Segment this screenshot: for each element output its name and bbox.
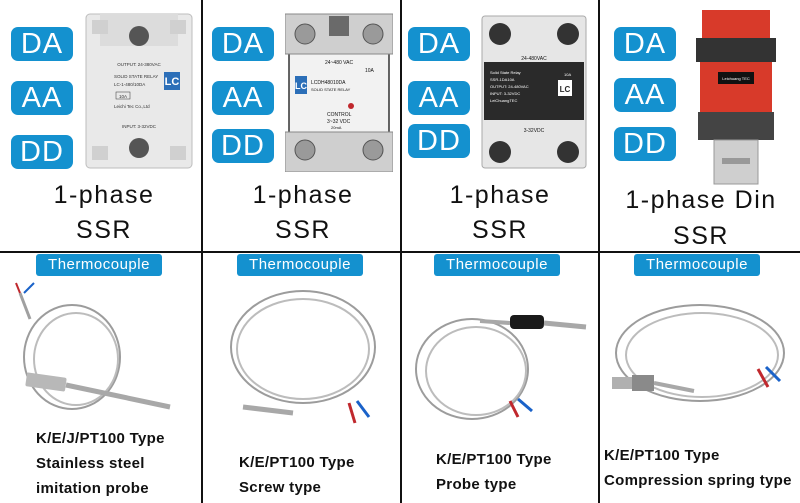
relay-text: INPUT: 3-32VDC xyxy=(122,124,157,129)
relay-text: 24-480VAC xyxy=(521,56,547,62)
grid-divider xyxy=(0,251,800,253)
thermocouple-tag: Thermocouple xyxy=(634,254,760,276)
type-badge-dd: DD xyxy=(408,124,470,158)
single-phase-ssr-relay-icon: 24~480 VAC 10A LC LCDH48010DA SOLID STAT… xyxy=(285,13,393,172)
product-cell-4: DA AA DD Leichuang TEC 1-phase Din SSR xyxy=(600,0,800,251)
type-badge-da: DA xyxy=(212,27,274,61)
caption-line2: SSR xyxy=(76,216,132,244)
relay-text: CONTROL xyxy=(327,112,352,118)
caption-line2: SSR xyxy=(673,222,729,250)
relay-text: 20mA xyxy=(331,125,342,130)
product-cell-1: DA AA DD OUTPUT: 24-380VAC SOLID STATE R… xyxy=(0,0,201,251)
thermocouple-cell-4: Thermocouple K/E/PT100 Type Compression … xyxy=(600,253,800,503)
relay-text: 3~32 VDC xyxy=(327,119,351,125)
thermocouple-description: K/E/PT100 Type Compression spring type xyxy=(604,443,800,493)
single-phase-ssr-relay-icon: 24-480VAC Solid State Relay SSR-1DA10A O… xyxy=(481,15,587,169)
svg-text:LC: LC xyxy=(295,81,307,91)
type-badge-aa: AA xyxy=(212,81,274,115)
relay-text: 24~480 VAC xyxy=(325,60,354,66)
type-badge-aa: AA xyxy=(614,78,676,112)
relay-text: SOLID STATE RELAY xyxy=(114,74,158,79)
relay-text: OUTPUT: 24-380VAC xyxy=(117,62,161,67)
caption-line1: 1-phase xyxy=(252,181,354,209)
type-badge-aa: AA xyxy=(408,81,470,115)
caption-line2: SSR xyxy=(275,216,331,244)
thermocouple-cell-1: Thermocouple K/E/J/PT100 Type Stainless … xyxy=(0,253,201,503)
caption-line1: 1-phase Din xyxy=(625,186,777,214)
thermocouple-description: K/E/PT100 Type Screw type xyxy=(239,450,399,500)
single-phase-ssr-relay-icon: OUTPUT: 24-380VAC SOLID STATE RELAY LC-1… xyxy=(85,13,193,169)
screw-thermocouple-icon xyxy=(230,290,376,424)
description-line: Stainless steel xyxy=(36,455,145,472)
relay-text: SOLID STATE RELAY xyxy=(311,87,351,92)
thermocouple-probe-icon xyxy=(15,282,171,410)
relay-text: 10A xyxy=(119,94,127,99)
type-badge-da: DA xyxy=(11,27,73,61)
din-rail-ssr-relay-icon: Leichuang TEC xyxy=(696,10,776,185)
relay-text: Leichi Tec Co.,Ltd xyxy=(114,104,150,109)
description-line: K/E/PT100 Type xyxy=(604,447,720,464)
description-line: K/E/J/PT100 Type xyxy=(36,430,165,447)
relay-text: LC-1-480/10DA xyxy=(114,82,145,87)
caption-line1: 1-phase xyxy=(53,181,155,209)
relay-text: INPUT: 3-32VDC xyxy=(490,91,520,96)
type-badge-dd: DD xyxy=(614,127,676,161)
type-badge-dd: DD xyxy=(212,129,274,163)
relay-text: LCDH48010DA xyxy=(311,80,346,86)
relay-text: Leichuang TEC xyxy=(722,76,750,81)
relay-text: LeiChuangTEC xyxy=(490,98,517,103)
type-badge-da: DA xyxy=(614,27,676,61)
description-line: Compression spring type xyxy=(604,472,792,489)
relay-text: Solid State Relay xyxy=(490,70,521,75)
product-cell-3: DA AA DD 24-480VAC Solid State Relay SSR… xyxy=(402,0,598,251)
product-cell-2: DA AA DD 24~480 VAC 10A LC LCDH48010DA S… xyxy=(203,0,400,251)
type-badge-da: DA xyxy=(408,27,470,61)
relay-text: 10A xyxy=(564,72,571,77)
spring-thermocouple-icon xyxy=(612,304,785,402)
thermocouple-description: K/E/J/PT100 Type Stainless steel imitati… xyxy=(36,426,201,501)
thermocouple-probe-icon xyxy=(415,315,587,420)
relay-text: OUTPUT: 24-480VAC xyxy=(490,84,529,89)
thermocouple-tag: Thermocouple xyxy=(237,254,363,276)
thermocouple-cell-2: Thermocouple K/E/PT100 Type Screw type xyxy=(203,253,400,503)
relay-text: 3-32VDC xyxy=(524,128,545,134)
relay-text: SSR-1DA10A xyxy=(490,77,515,82)
caption-line1: 1-phase xyxy=(449,181,551,209)
thermocouple-tag: Thermocouple xyxy=(434,254,560,276)
description-line: Screw type xyxy=(239,479,322,496)
caption-line2: SSR xyxy=(472,216,528,244)
description-line: K/E/PT100 Type xyxy=(436,451,552,468)
type-badge-dd: DD xyxy=(11,135,73,169)
thermocouple-tag: Thermocouple xyxy=(36,254,162,276)
svg-text:LC: LC xyxy=(560,85,571,94)
svg-text:LC: LC xyxy=(165,76,180,88)
description-line: imitation probe xyxy=(36,480,149,497)
type-badge-aa: AA xyxy=(11,81,73,115)
relay-text: 10A xyxy=(365,68,375,74)
description-line: Probe type xyxy=(436,476,517,493)
description-line: K/E/PT100 Type xyxy=(239,454,355,471)
thermocouple-description: K/E/PT100 Type Probe type xyxy=(436,447,596,497)
thermocouple-cell-3: Thermocouple K/E/PT100 Type Probe type xyxy=(402,253,598,503)
